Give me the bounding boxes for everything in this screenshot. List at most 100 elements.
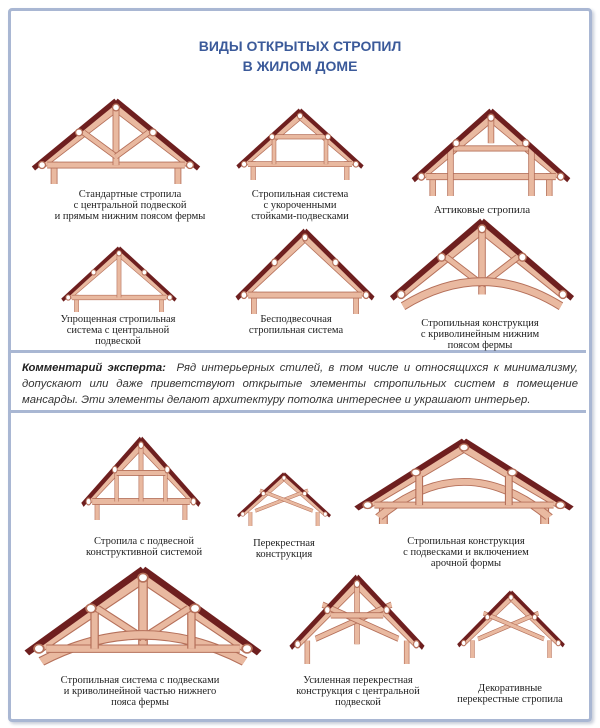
cross-brace xyxy=(259,489,314,513)
rafter xyxy=(480,218,575,301)
bolt-joint xyxy=(302,491,307,497)
comment-label: Комментарий эксперта: xyxy=(22,362,166,374)
truss-diagram xyxy=(31,98,201,184)
bolt-joint xyxy=(487,113,495,122)
curved-chord xyxy=(401,278,563,310)
bolt-joint xyxy=(85,603,97,614)
bolt-joint xyxy=(506,468,518,477)
bolt-joint xyxy=(417,172,426,181)
rafter xyxy=(457,590,513,648)
bolt-joint xyxy=(138,441,144,450)
bolt-joint xyxy=(141,269,148,276)
rafter xyxy=(237,472,285,518)
truss-diagram xyxy=(81,436,201,520)
bolt-joint xyxy=(477,224,487,234)
truss-diagram xyxy=(354,438,574,524)
inner-rafter xyxy=(296,582,359,647)
inner-rafter xyxy=(479,227,565,298)
inner-rafter xyxy=(67,252,121,300)
rafter xyxy=(389,218,484,301)
rafter xyxy=(289,574,359,650)
truss-diagram xyxy=(389,218,575,310)
divider xyxy=(11,410,586,413)
bolt-joint xyxy=(164,465,171,474)
strut xyxy=(82,130,118,159)
bolt-joint xyxy=(508,594,514,601)
bolt-joint xyxy=(241,643,253,654)
bolt-joint xyxy=(362,290,370,300)
bolt-joint xyxy=(271,258,278,267)
bolt-joint xyxy=(484,613,490,621)
bolt-joint xyxy=(521,139,530,148)
inner-rafter xyxy=(117,252,171,300)
truss-diagram xyxy=(235,228,375,314)
rafter xyxy=(117,246,177,302)
bolt-joint xyxy=(452,139,461,148)
bolt-joint xyxy=(116,250,122,257)
rafter xyxy=(61,246,121,302)
bolt-joint xyxy=(413,639,420,649)
page-title: ВИДЫ ОТКРЫТЫХ СТРОПИЛ В ЖИЛОМ ДОМЕ xyxy=(0,36,600,76)
bolt-joint xyxy=(324,605,331,615)
outer-frame xyxy=(8,8,592,722)
bolt-joint xyxy=(517,252,527,262)
bolt-joint xyxy=(410,468,422,477)
rafter xyxy=(303,228,375,301)
rafter xyxy=(283,472,331,518)
inner-rafter xyxy=(462,596,513,645)
inner-rafter xyxy=(241,476,286,516)
inner-rafter xyxy=(303,235,368,298)
title-line: В ЖИЛОМ ДОМЕ xyxy=(242,58,358,74)
bolt-joint xyxy=(241,160,248,168)
bolt-joint xyxy=(532,613,538,621)
rafter xyxy=(81,436,143,507)
bolt-joint xyxy=(556,172,565,181)
rafter xyxy=(236,108,302,169)
bolt-joint xyxy=(362,500,373,510)
cross-brace xyxy=(483,611,545,641)
bolt-joint xyxy=(294,639,301,649)
truss-diagram xyxy=(236,108,364,180)
bolt-joint xyxy=(166,294,173,301)
comment-text: Ряд интерьерных стилей, в том числе и от… xyxy=(22,362,578,406)
divider xyxy=(11,350,586,353)
rafter xyxy=(355,574,425,650)
bolt-joint xyxy=(296,112,304,120)
rafter xyxy=(489,108,571,183)
cross-brace xyxy=(321,602,399,641)
inner-rafter xyxy=(114,105,192,168)
rafter xyxy=(461,438,574,511)
rafter xyxy=(31,98,118,171)
truss-diagram xyxy=(289,574,425,664)
bolt-joint xyxy=(137,572,149,583)
rafter xyxy=(298,108,364,169)
bolt-joint xyxy=(240,290,248,300)
bolt-joint xyxy=(323,511,328,517)
truss-diagram xyxy=(411,108,571,196)
inner-rafter xyxy=(509,596,560,645)
truss-diagram xyxy=(61,246,177,312)
bolt-joint xyxy=(555,500,566,510)
truss-diagram xyxy=(237,472,331,526)
inner-rafter xyxy=(40,105,118,168)
rafter xyxy=(140,566,262,656)
bolt-joint xyxy=(33,643,45,654)
rafter xyxy=(139,436,201,507)
bolt-joint xyxy=(352,160,359,168)
bolt-joint xyxy=(261,491,266,497)
bolt-joint xyxy=(458,443,470,452)
bolt-joint xyxy=(437,252,447,262)
bolt-joint xyxy=(90,269,97,276)
diagram-caption: Аттиковые стропила xyxy=(433,204,531,216)
bolt-joint xyxy=(268,133,276,141)
bolt-joint xyxy=(85,497,92,506)
strut xyxy=(114,130,150,159)
